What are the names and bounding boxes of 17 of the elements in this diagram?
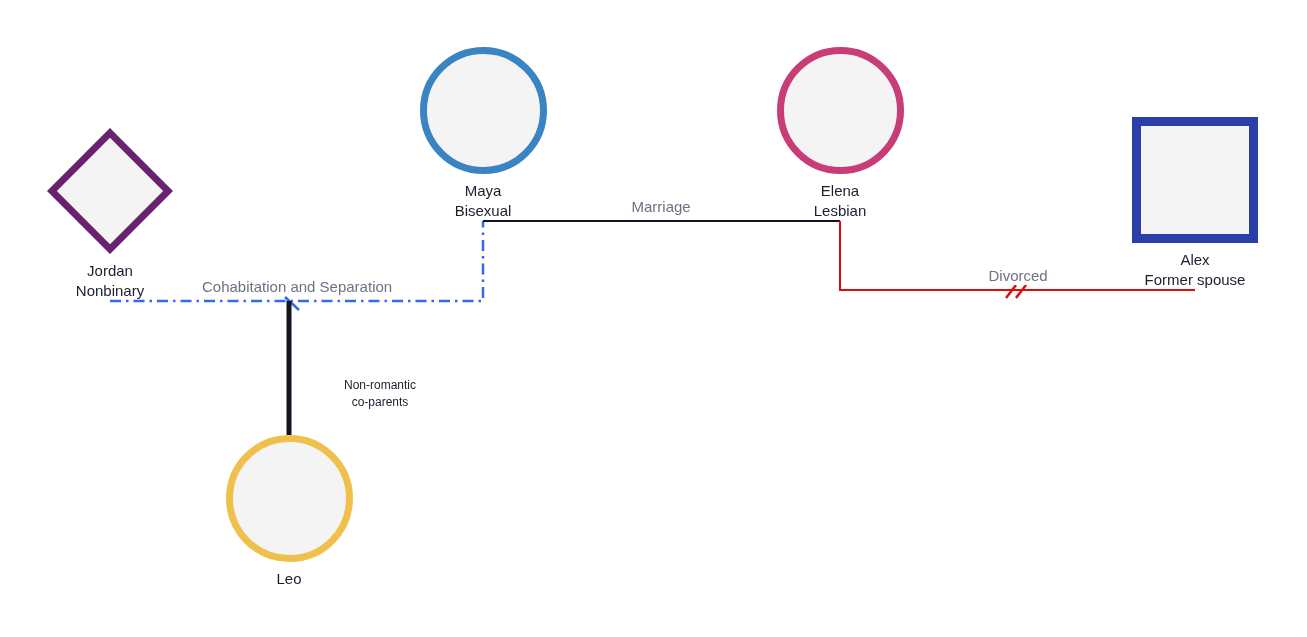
edge-label: Marriage [629,198,693,216]
name-label: Alex [1180,250,1210,270]
name-label: Maya [464,181,502,201]
note-text: Non-romantic co-parents [343,377,417,411]
relationship-line [110,221,485,303]
description-label: Former spouse [1144,270,1246,290]
description-label: Lesbian [813,201,867,221]
name-label: Leo [276,569,302,589]
description-label: Nonbinary [75,281,145,301]
edge-label: Divorced [986,267,1050,285]
description-label: Bisexual [454,201,512,221]
name-label: Jordan [87,261,133,281]
name-label: Elena [820,181,860,201]
edge-label: Cohabitation and Separation [200,278,395,296]
child-line [286,301,292,435]
relationship-line [482,220,841,222]
relationship-line [839,220,1196,291]
